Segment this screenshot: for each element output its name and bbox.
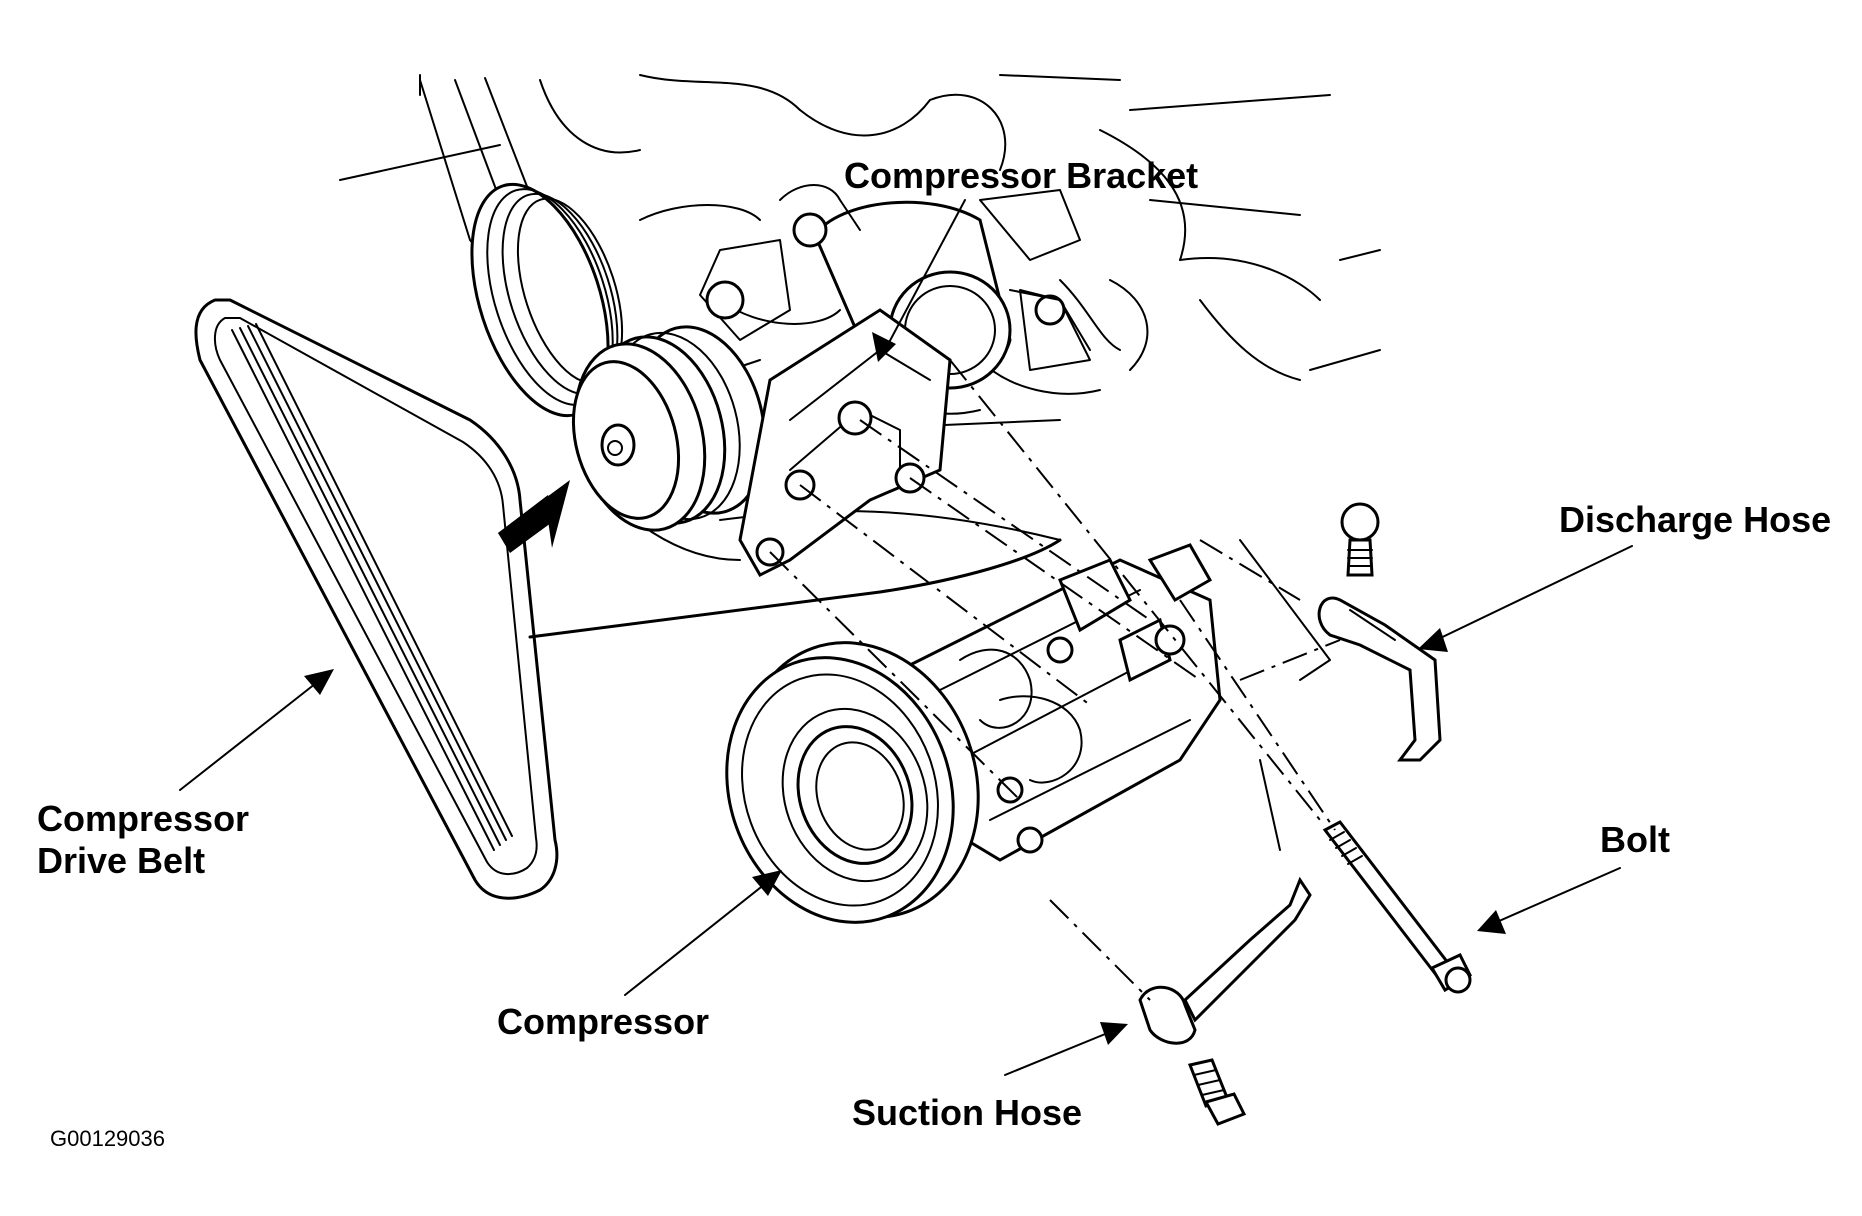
callout-labels: Compressor Bracket Discharge Hose Compre… [37,155,1831,1151]
engine-upper-pulley [470,182,624,418]
label-discharge-hose: Discharge Hose [1559,499,1831,540]
label-compressor: Compressor [497,1001,709,1042]
discharge-hose [1317,596,1442,762]
suction-hose [1138,876,1312,1045]
label-drive-belt-line1: Compressor [37,798,249,839]
drive-belt-leader [179,679,321,791]
engine-block [339,74,1381,639]
label-drive-belt-line2: Drive Belt [37,840,205,881]
label-bolt: Bolt [1600,819,1670,860]
discharge-hose-bolt [1340,502,1380,577]
suction-hose-bolt [1187,1058,1247,1126]
label-compressor-bracket: Compressor Bracket [844,155,1198,196]
bolt-leader [1489,867,1621,926]
discharge-hose-leader [1429,545,1633,644]
figure-code: G00129036 [50,1126,165,1151]
direction-arrow [498,480,570,553]
mounting-bolt [1322,820,1472,994]
leader-arrows [179,199,1633,1076]
label-suction-hose: Suction Hose [852,1092,1082,1133]
compressor [725,543,1222,924]
compressor-leader [624,879,771,996]
engine-crank-pulley [571,325,767,532]
alignment-lines [769,359,1341,1001]
compressor-bracket-leader [884,199,966,351]
compressor-drive-belt [194,298,559,900]
suction-hose-leader [1004,1029,1116,1076]
